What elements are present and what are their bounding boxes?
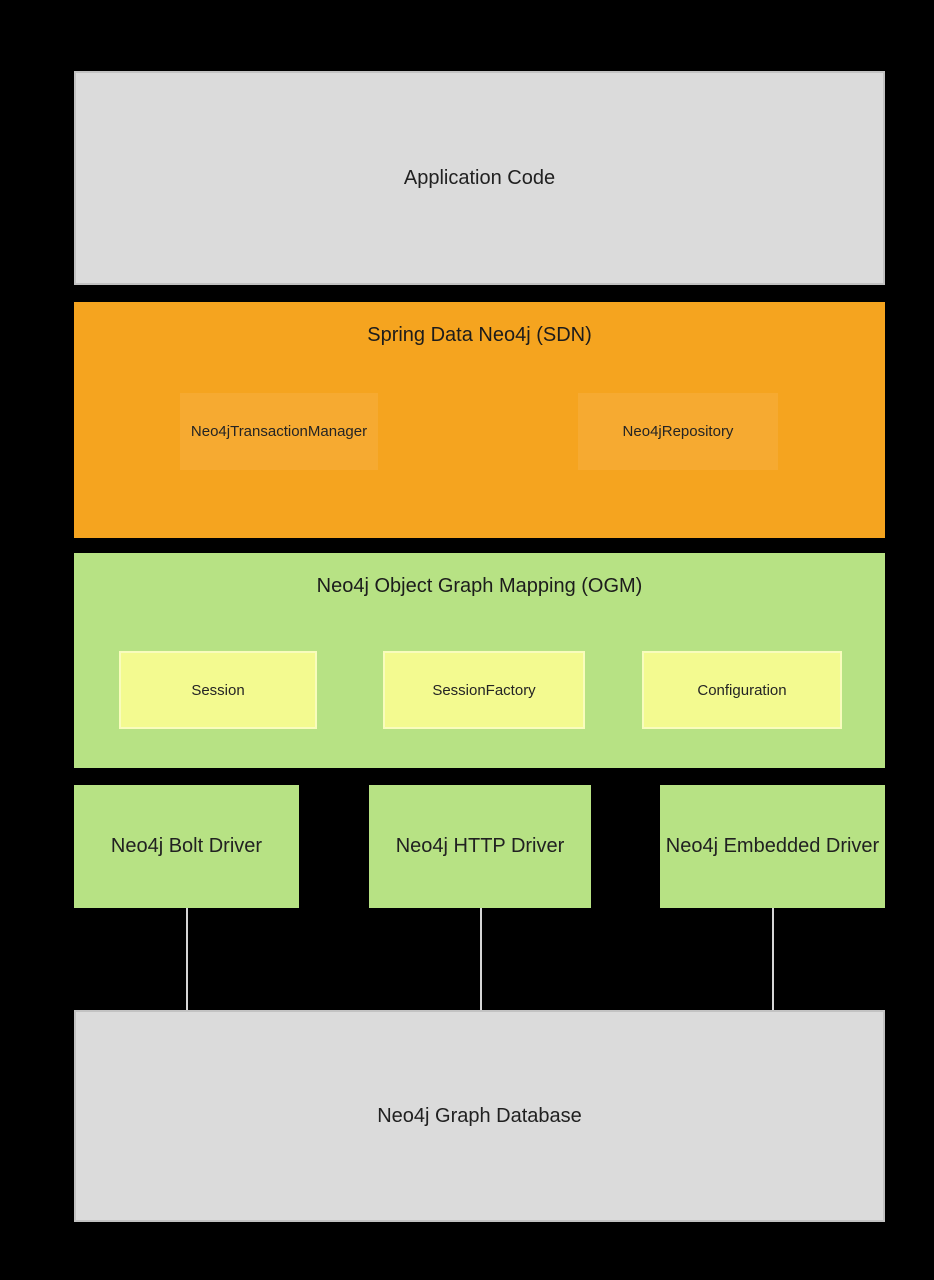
neo4j-repository-box: Neo4jRepository: [578, 393, 778, 470]
bolt-driver-box: Neo4j Bolt Driver: [74, 785, 299, 908]
ogm-layer-title: Neo4j Object Graph Mapping (OGM): [316, 575, 643, 597]
embedded-driver-box: Neo4j Embedded Driver: [660, 785, 885, 908]
configuration-label: Configuration: [697, 681, 787, 699]
http-driver-box: Neo4j HTTP Driver: [369, 785, 591, 908]
configuration-box: Configuration: [642, 651, 842, 729]
bolt-driver-label: Neo4j Bolt Driver: [110, 835, 263, 857]
embedded-to-database-connector: [772, 908, 774, 1010]
neo4j-transaction-manager-label: Neo4jTransactionManager: [190, 423, 368, 440]
sdn-layer-box: Spring Data Neo4j (SDN) Neo4jTransaction…: [74, 302, 885, 538]
session-label: Session: [191, 681, 245, 699]
ogm-layer-box: Neo4j Object Graph Mapping (OGM) Session…: [74, 553, 885, 768]
session-factory-box: SessionFactory: [383, 651, 585, 729]
bolt-to-database-connector: [186, 908, 188, 1010]
graph-database-box: Neo4j Graph Database: [74, 1010, 885, 1222]
neo4j-repository-label: Neo4jRepository: [622, 423, 734, 440]
session-box: Session: [119, 651, 317, 729]
session-factory-label: SessionFactory: [432, 681, 536, 699]
embedded-driver-label: Neo4j Embedded Driver: [665, 835, 880, 857]
graph-database-label: Neo4j Graph Database: [377, 1104, 582, 1127]
sdn-layer-title: Spring Data Neo4j (SDN): [367, 324, 592, 346]
application-code-label: Application Code: [403, 166, 556, 189]
http-driver-label: Neo4j HTTP Driver: [395, 835, 565, 857]
http-to-database-connector: [480, 908, 482, 1010]
application-code-box: Application Code: [74, 71, 885, 285]
neo4j-transaction-manager-box: Neo4jTransactionManager: [180, 393, 378, 470]
